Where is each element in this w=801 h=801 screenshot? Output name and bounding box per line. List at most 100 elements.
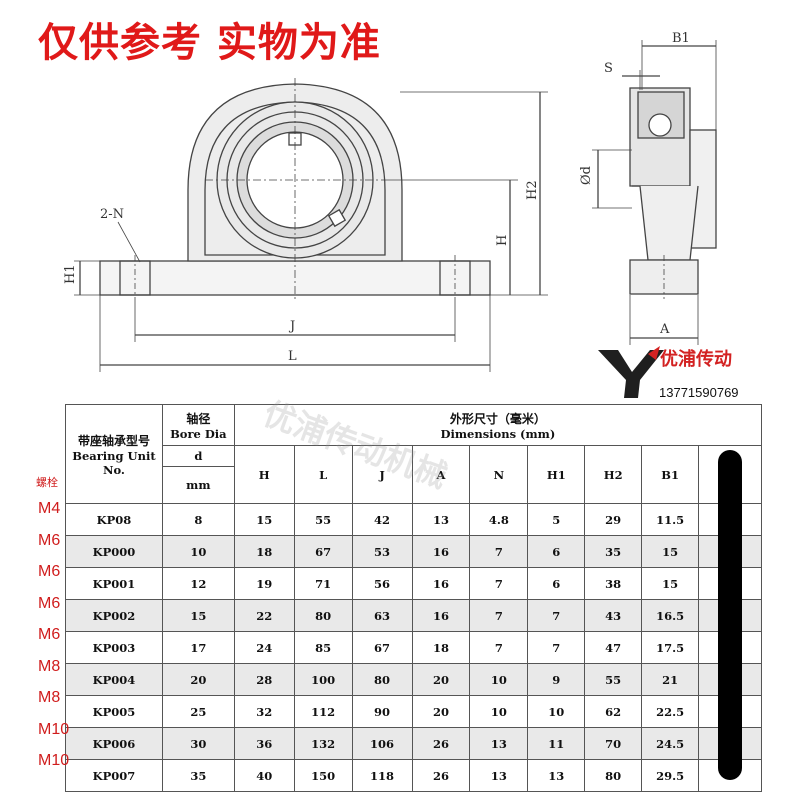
cell-dim-h1: 9 xyxy=(527,663,586,696)
cell-dim-b1: 15 xyxy=(641,567,700,600)
cell-dim-b1: 29.5 xyxy=(641,759,700,792)
cell-dim-h2: 62 xyxy=(584,695,643,728)
cell-dim-h1: 5 xyxy=(527,503,586,536)
spec-table: 带座轴承型号 Bearing Unit No. 轴径 Bore Dia 外形尺寸… xyxy=(65,404,763,792)
cell-dim-j: 42 xyxy=(351,503,413,536)
bore-header: 轴径 Bore Dia xyxy=(161,404,235,446)
cell-dim-h2: 38 xyxy=(584,567,643,600)
cell-dim-h2: 80 xyxy=(584,759,643,792)
cell-model: KP000 xyxy=(65,535,163,568)
bolt-size: M8 xyxy=(38,689,61,706)
cell-dim-h1: 7 xyxy=(527,599,586,632)
cell-model: KP006 xyxy=(65,727,163,760)
cell-dim-h: 40 xyxy=(233,759,295,792)
cell-dim-j: 67 xyxy=(351,631,413,664)
cell-dim-l: 150 xyxy=(293,759,353,792)
cell-dim-b1: 16.5 xyxy=(641,599,700,632)
bore-d-header: d xyxy=(161,445,235,467)
bolt-size: M6 xyxy=(38,594,61,612)
cell-dim-b1: 21 xyxy=(641,663,700,696)
cell-dim-b1: 17.5 xyxy=(641,631,700,664)
cell-dim-n: 7 xyxy=(469,567,529,600)
cell-dim-h1: 6 xyxy=(527,567,586,600)
cell-dim-a: 20 xyxy=(411,695,471,728)
cell-bore: 12 xyxy=(161,567,235,600)
cell-dim-h2: 29 xyxy=(584,503,643,536)
cell-model: KP002 xyxy=(65,599,163,632)
cell-dim-h: 24 xyxy=(233,631,295,664)
cell-dim-n: 13 xyxy=(469,759,529,792)
cell-dim-n: 7 xyxy=(469,599,529,632)
black-bar xyxy=(718,450,742,780)
cell-dim-l: 67 xyxy=(293,535,353,568)
bolt-size: M8 xyxy=(38,657,61,675)
col-h2: H2 xyxy=(584,445,643,504)
cell-dim-n: 7 xyxy=(469,631,529,664)
cell-dim-l: 112 xyxy=(293,695,353,728)
cell-dim-h: 18 xyxy=(233,535,295,568)
cell-bore: 15 xyxy=(161,599,235,632)
cell-dim-a: 26 xyxy=(411,759,471,792)
label-h1: H1 xyxy=(63,264,78,284)
cell-dim-n: 7 xyxy=(469,535,529,568)
label-a: A xyxy=(659,322,670,337)
col-l: L xyxy=(293,445,353,504)
brand-logo-icon xyxy=(598,346,664,398)
cell-dim-l: 80 xyxy=(293,599,353,632)
disclaimer-banner: 仅供参考 实物为准 xyxy=(38,20,381,66)
cell-dim-b1: 24.5 xyxy=(641,727,700,760)
cell-dim-h1: 13 xyxy=(527,759,586,792)
cell-dim-h2: 43 xyxy=(584,599,643,632)
cell-dim-j: 53 xyxy=(351,535,413,568)
label-h2: H2 xyxy=(525,180,540,200)
cell-bore: 20 xyxy=(161,663,235,696)
col-b1: B1 xyxy=(641,445,700,504)
cell-dim-l: 85 xyxy=(293,631,353,664)
cell-bore: 35 xyxy=(161,759,235,792)
front-view xyxy=(74,78,548,372)
cell-model: KP007 xyxy=(65,759,163,792)
cell-dim-h: 28 xyxy=(233,663,295,696)
cell-dim-b1: 22.5 xyxy=(641,695,700,728)
cell-dim-n: 13 xyxy=(469,727,529,760)
dims-header: 外形尺寸（毫米） Dimensions (mm) xyxy=(233,404,763,446)
cell-dim-h1: 7 xyxy=(527,631,586,664)
cell-dim-n: 10 xyxy=(469,695,529,728)
cell-dim-b1: 11.5 xyxy=(641,503,700,536)
cell-bore: 17 xyxy=(161,631,235,664)
cell-dim-a: 16 xyxy=(411,567,471,600)
cell-bore: 30 xyxy=(161,727,235,760)
cell-dim-h1: 10 xyxy=(527,695,586,728)
technical-drawing: B1 S Ød H2 H 2-N H1 J L A xyxy=(63,31,717,398)
cell-model: KP08 xyxy=(65,503,163,536)
cell-model: KP001 xyxy=(65,567,163,600)
col-a: A xyxy=(411,445,471,504)
brand-name: 优浦传动 xyxy=(660,349,732,370)
cell-model: KP004 xyxy=(65,663,163,696)
cell-dim-h: 36 xyxy=(233,727,295,760)
cell-dim-h2: 35 xyxy=(584,535,643,568)
cell-dim-j: 90 xyxy=(351,695,413,728)
cell-bore: 10 xyxy=(161,535,235,568)
cell-dim-h1: 6 xyxy=(527,535,586,568)
bolt-header: 螺栓 xyxy=(36,476,58,489)
bolt-size: M6 xyxy=(38,563,61,580)
label-l: L xyxy=(288,349,297,364)
label-s: S xyxy=(604,61,613,76)
cell-dim-h1: 11 xyxy=(527,727,586,760)
cell-dim-j: 106 xyxy=(351,727,413,760)
bore-unit-header: mm xyxy=(161,466,235,504)
label-j: J xyxy=(288,319,295,334)
cell-dim-j: 118 xyxy=(351,759,413,792)
cell-dim-h: 19 xyxy=(233,567,295,600)
cell-dim-b1: 15 xyxy=(641,535,700,568)
cell-dim-h: 32 xyxy=(233,695,295,728)
col-h1: H1 xyxy=(527,445,586,504)
bolt-size: M10 xyxy=(38,720,70,738)
